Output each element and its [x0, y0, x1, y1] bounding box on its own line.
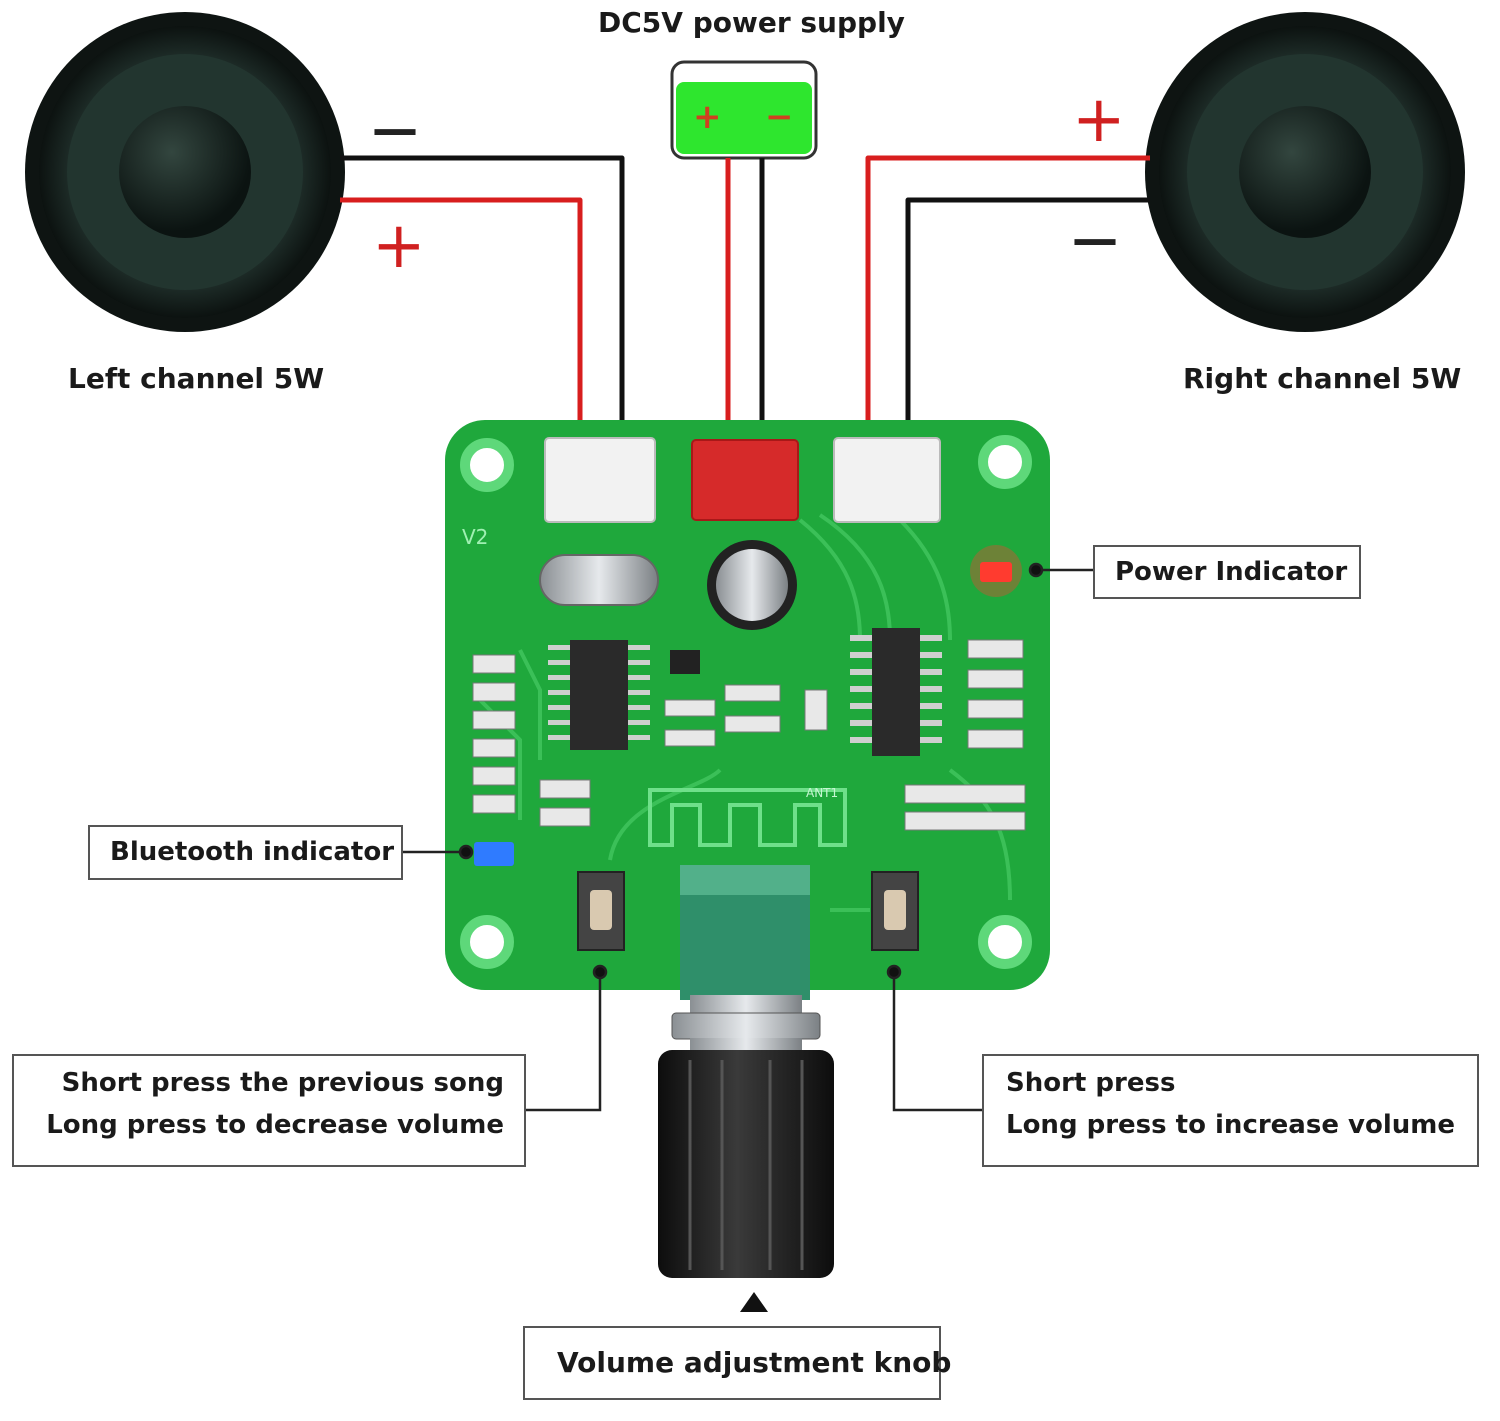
board-version-label: V2	[462, 525, 489, 549]
callout-lines	[402, 562, 1093, 1112]
prev-button-line2: Long press to decrease volume	[46, 1110, 504, 1140]
power-supply-label: DC5V power supply	[598, 6, 905, 39]
next-button-callout: Short press Long press to increase volum…	[982, 1054, 1479, 1167]
battery-icon	[670, 60, 818, 160]
volume-knob-text: Volume adjustment knob	[557, 1346, 952, 1379]
power-indicator-callout: Power Indicator	[1093, 545, 1361, 599]
prev-button-line1: Short press the previous song	[61, 1068, 504, 1098]
next-button-line1: Short press	[1006, 1068, 1176, 1098]
right-speaker	[1145, 12, 1465, 332]
prev-button-callout: Short press the previous song Long press…	[12, 1054, 526, 1167]
battery-plus-sign: +	[693, 97, 722, 137]
left-minus-sign: —	[372, 102, 418, 156]
volume-knob	[658, 995, 834, 1312]
left-channel-label: Left channel 5W	[68, 362, 325, 395]
right-plus-sign: +	[1072, 83, 1126, 157]
volume-knob-callout: Volume adjustment knob	[523, 1326, 952, 1400]
right-minus-sign: —	[1072, 212, 1118, 266]
left-speaker	[25, 12, 345, 332]
bluetooth-indicator-callout: Bluetooth indicator	[88, 825, 403, 880]
antenna-label: ANT1	[806, 786, 839, 800]
battery-minus-sign: −	[765, 97, 794, 137]
wires	[340, 155, 1150, 470]
power-indicator-text: Power Indicator	[1115, 557, 1348, 587]
bluetooth-indicator-text: Bluetooth indicator	[110, 837, 395, 867]
right-channel-label: Right channel 5W	[1183, 362, 1462, 395]
left-plus-sign: +	[372, 209, 426, 283]
next-button-line2: Long press to increase volume	[1006, 1110, 1455, 1140]
pcb-board	[445, 420, 1050, 1000]
